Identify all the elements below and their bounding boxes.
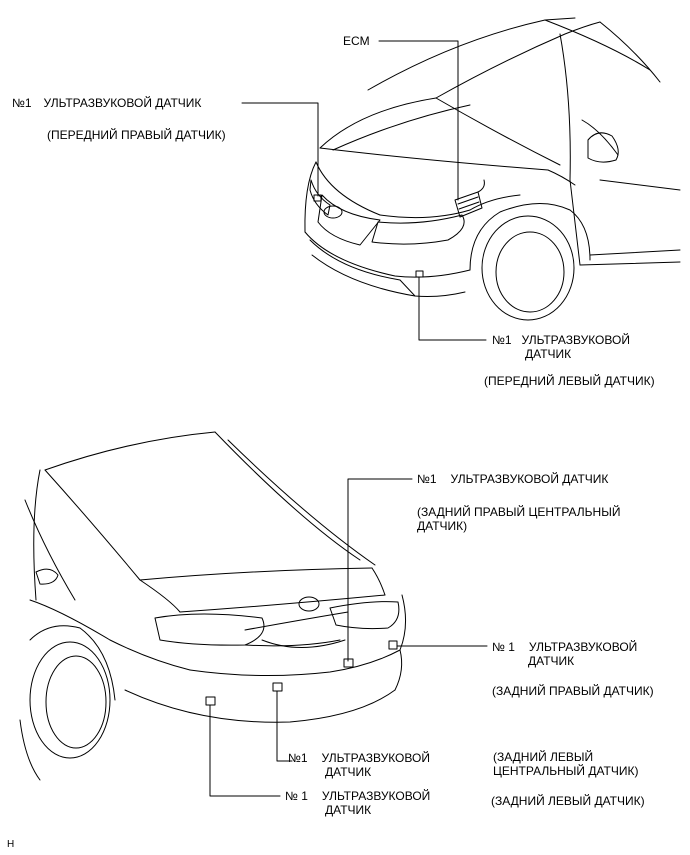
rear-left-center-sensor-number: №1 — [288, 751, 308, 765]
rear-right-sensor-position-text: (ЗАДНИЙ ПРАВЫЙ ДАТЧИК) — [492, 684, 654, 698]
rear-right-center-sensor-type: УЛЬТРАЗВУКОВОЙ ДАТЧИК — [450, 472, 609, 486]
front-car-outline — [304, 17, 681, 321]
rear-right-sensor-type-line2: ДАТЧИК — [528, 654, 575, 668]
rear-left-center-sensor-type-line2: ДАТЧИК — [325, 765, 372, 779]
front-left-sensor-title: №1 УЛЬТРАЗВУКОВОЙ — [492, 333, 630, 347]
front-right-sensor-type: УЛЬТРАЗВУКОВОЙ ДАТЧИК — [43, 96, 202, 110]
corner-mark-text: H — [7, 839, 15, 850]
rear-right-center-sensor-position-line1: (ЗАДНИЙ ПРАВЫЙ ЦЕНТРАЛЬНЫЙ — [417, 505, 621, 519]
rear-left-center-sensor-position-line1: (ЗАДНИЙ ЛЕВЫЙ — [493, 750, 594, 764]
rear-right-center-sensor-number: №1 — [417, 472, 437, 486]
rear-right-sensor-position: (ЗАДНИЙ ПРАВЫЙ ДАТЧИК) — [492, 684, 654, 698]
ecm-label-text: ECM — [343, 34, 370, 48]
front-right-sensor-position: (ПЕРЕДНИЙ ПРАВЫЙ ДАТЧИК) — [47, 128, 226, 142]
rear-left-sensor-label: № 1 УЛЬТРАЗВУКОВОЙ ДАТЧИК — [285, 789, 430, 817]
front-leader-lines — [241, 40, 487, 341]
rear-left-center-sensor-position-line2: ЦЕНТРАЛЬНЫЙ ДАТЧИК) — [493, 764, 639, 778]
front-left-sensor-position-text: (ПЕРЕДНИЙ ЛЕВЫЙ ДАТЧИК) — [484, 374, 655, 388]
front-right-sensor-position-text: (ПЕРЕДНИЙ ПРАВЫЙ ДАТЧИК) — [47, 128, 226, 142]
front-left-sensor-number: №1 — [492, 333, 512, 347]
corner-mark: H — [7, 838, 14, 852]
front-right-sensor-label: №1 УЛЬТРАЗВУКОВОЙ ДАТЧИК — [12, 96, 201, 110]
front-right-sensor-title: №1 УЛЬТРАЗВУКОВОЙ ДАТЧИК — [12, 96, 201, 110]
rear-left-sensor-position-text: (ЗАДНИЙ ЛЕВЫЙ ДАТЧИК) — [491, 794, 645, 808]
rear-right-sensor-number: № 1 — [492, 640, 515, 654]
rear-left-center-sensor-label: №1 УЛЬТРАЗВУКОВОЙ ДАТЧИК — [288, 751, 430, 779]
front-left-sensor-position: (ПЕРЕДНИЙ ЛЕВЫЙ ДАТЧИК) — [484, 374, 655, 388]
rear-leader-lines — [209, 478, 488, 797]
front-right-sensor-number: №1 — [12, 96, 32, 110]
rear-right-center-sensor-title: №1 УЛЬТРАЗВУКОВОЙ ДАТЧИК — [417, 472, 608, 486]
rear-left-sensor-type: УЛЬТРАЗВУКОВОЙ — [321, 789, 431, 803]
rear-left-center-sensor-position: (ЗАДНИЙ ЛЕВЫЙ ЦЕНТРАЛЬНЫЙ ДАТЧИК) — [493, 750, 638, 778]
rear-right-center-sensor-position: (ЗАДНИЙ ПРАВЫЙ ЦЕНТРАЛЬНЫЙ ДАТЧИК) — [417, 505, 620, 533]
rear-left-sensor-position: (ЗАДНИЙ ЛЕВЫЙ ДАТЧИК) — [491, 794, 645, 808]
rear-right-sensor-title: № 1 УЛЬТРАЗВУКОВОЙ — [492, 640, 637, 654]
rear-left-center-sensor-type: УЛЬТРАЗВУКОВОЙ — [321, 751, 430, 765]
rear-left-sensor-title: № 1 УЛЬТРАЗВУКОВОЙ — [285, 789, 430, 803]
rear-left-sensor-type-line2: ДАТЧИК — [325, 803, 372, 817]
rear-right-sensor-label: № 1 УЛЬТРАЗВУКОВОЙ ДАТЧИК — [492, 640, 637, 668]
front-left-sensor-type: УЛЬТРАЗВУКОВОЙ — [521, 333, 630, 347]
rear-left-center-sensor-title: №1 УЛЬТРАЗВУКОВОЙ — [288, 751, 430, 765]
front-left-sensor-type-line2: ДАТЧИК — [525, 347, 572, 361]
front-left-sensor-label: №1 УЛЬТРАЗВУКОВОЙ ДАТЧИК — [492, 333, 630, 361]
rear-right-center-sensor-label: №1 УЛЬТРАЗВУКОВОЙ ДАТЧИК — [417, 472, 608, 486]
rear-left-sensor-number: № 1 — [285, 789, 308, 803]
rear-right-sensor-type: УЛЬТРАЗВУКОВОЙ — [528, 640, 638, 654]
ecm-label: ECM — [343, 34, 370, 48]
rear-right-center-sensor-position-line2: ДАТЧИК) — [417, 519, 468, 533]
